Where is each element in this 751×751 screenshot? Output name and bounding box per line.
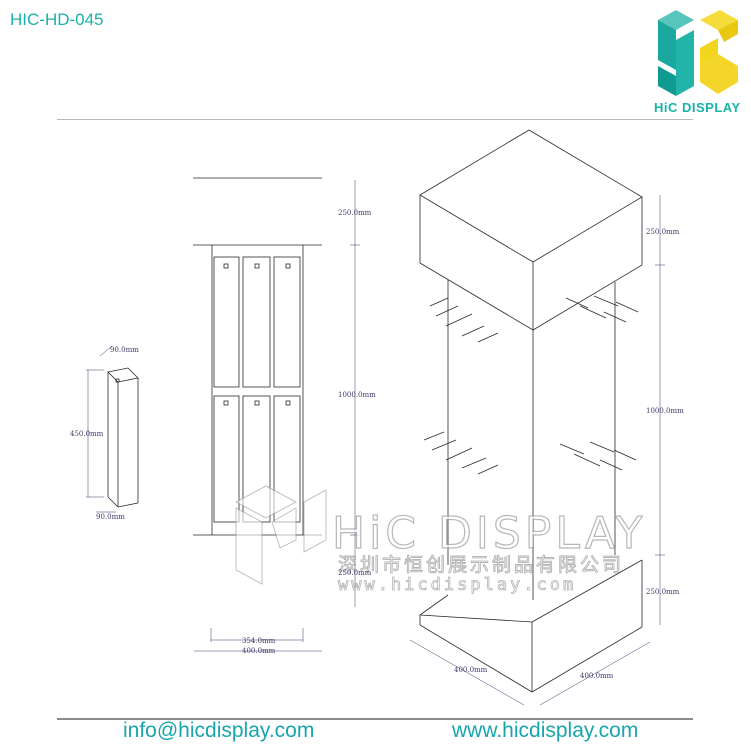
side-depth-bottom-label: 90.0mm [96,513,125,521]
front-view [193,177,360,652]
iso-top-height-label: 250.0mm [646,228,680,236]
front-inner-width-label: 354.0mm [242,637,276,645]
watermark-logo-icon [234,485,327,585]
front-top-height-label: 250.0mm [338,209,372,217]
front-outer-width-label: 400.0mm [242,647,276,655]
watermark-company: 深圳市恒创展示制品有限公司 [338,554,624,576]
front-middle-height-label: 1000.0mm [338,391,376,399]
logo-text: HiC DISPLAY [654,100,741,115]
header-divider [57,119,693,120]
iso-middle-height-label: 1000.0mm [646,407,684,415]
front-bottom-height-label: 250.0mm [338,569,372,577]
footer-divider [57,718,693,720]
footer-website-link[interactable]: www.hicdisplay.com [452,719,639,742]
side-view [86,345,139,513]
brand-logo [658,10,738,96]
watermark-brand: HiC DISPLAY [332,508,646,559]
footer-email-link[interactable]: info@hicdisplay.com [123,719,315,742]
isometric-view [409,129,665,706]
iso-bottom-height-label: 250.0mm [646,588,680,596]
iso-width-right-label: 400.0mm [580,672,614,680]
watermark: HiC DISPLAY 深圳市恒创展示制品有限公司 www.hicdisplay… [234,485,646,595]
iso-width-left-label: 400.0mm [454,666,488,674]
side-height-label: 450.0mm [70,430,104,438]
side-depth-top-label: 90.0mm [110,346,139,354]
logo-mark-icon [658,10,738,96]
model-code: HIC-HD-045 [10,10,104,29]
watermark-url: www.hicdisplay.com [338,575,576,595]
